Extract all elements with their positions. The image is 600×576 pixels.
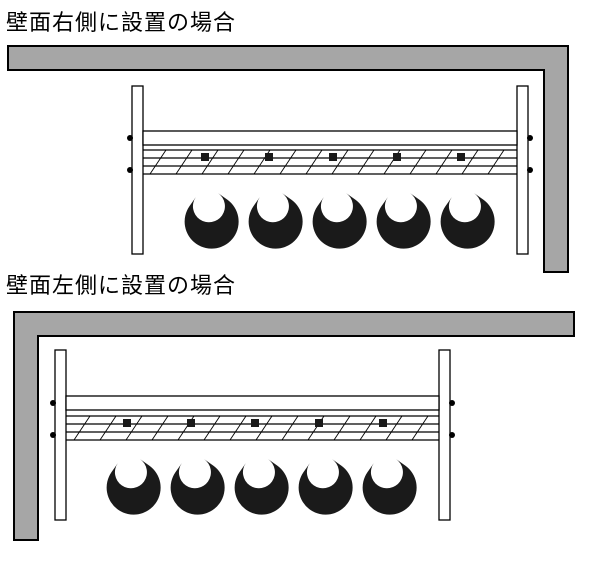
tool-hook-tip	[393, 153, 401, 161]
bolt	[527, 167, 533, 173]
hatch-line	[99, 415, 117, 441]
title-wall-left: 壁面左側に設置の場合	[6, 274, 237, 299]
hatch-line	[359, 415, 377, 441]
rack-post-left	[131, 85, 144, 255]
hatch-line	[305, 149, 323, 175]
tool-c-shape	[440, 193, 495, 249]
tool-c-shape	[312, 193, 367, 249]
tool-hook-tip	[457, 153, 465, 161]
rack-post-left	[54, 349, 67, 521]
hatch-line	[487, 149, 505, 175]
tool-row	[106, 419, 417, 515]
bolt	[50, 400, 56, 406]
bolt	[127, 167, 133, 173]
tool-hook-tip	[379, 419, 387, 427]
wall-left-l-shape	[13, 311, 575, 541]
rack-post-right	[516, 85, 529, 255]
tool-c-shape	[234, 459, 289, 515]
rack-top-bar	[142, 130, 518, 146]
hatch-line	[461, 149, 479, 175]
wall-right-l-shape	[7, 45, 569, 273]
hatch-line	[281, 415, 299, 441]
tool-hook-tip	[315, 419, 323, 427]
hatch-line	[331, 149, 349, 175]
bolt	[527, 135, 533, 141]
hatch-line	[175, 149, 193, 175]
hatch-line	[409, 149, 427, 175]
tool-hook-tip	[251, 419, 259, 427]
bolt	[50, 432, 56, 438]
tool-c-shape	[248, 193, 303, 249]
hatch-line	[227, 149, 245, 175]
hatch-line	[201, 149, 219, 175]
tool-c-shape	[170, 459, 225, 515]
rack-post-right	[438, 349, 451, 521]
hatch-line	[255, 415, 273, 441]
hatch-line	[73, 415, 91, 441]
hatch-line	[149, 149, 167, 175]
hatch-line	[125, 415, 143, 441]
tool-c-shape	[184, 193, 239, 249]
hatch-line	[385, 415, 403, 441]
tool-hook-tip	[187, 419, 195, 427]
hatch-line	[411, 415, 429, 441]
bolt	[127, 135, 133, 141]
diagram-wall-left	[13, 311, 575, 541]
tool-c-shape	[376, 193, 431, 249]
hatch-line	[357, 149, 375, 175]
hatch-line	[151, 415, 169, 441]
tool-hook-tip	[201, 153, 209, 161]
tool-c-shape	[298, 459, 353, 515]
hatch-line	[435, 149, 453, 175]
rack-top-bar	[65, 395, 440, 411]
hatch-line	[333, 415, 351, 441]
diagram-wall-right	[7, 45, 569, 273]
tool-hook-tip	[329, 153, 337, 161]
bolt	[449, 400, 455, 406]
tool-c-shape	[106, 459, 161, 515]
tool-hook-tip	[265, 153, 273, 161]
rack-hatching	[73, 415, 429, 441]
title-wall-right: 壁面右側に設置の場合	[6, 11, 237, 36]
tool-row	[184, 153, 495, 249]
hatch-line	[203, 415, 221, 441]
bolt	[449, 432, 455, 438]
tool-c-shape	[362, 459, 417, 515]
hatch-line	[279, 149, 297, 175]
tool-hook-tip	[123, 419, 131, 427]
hatch-line	[229, 415, 247, 441]
